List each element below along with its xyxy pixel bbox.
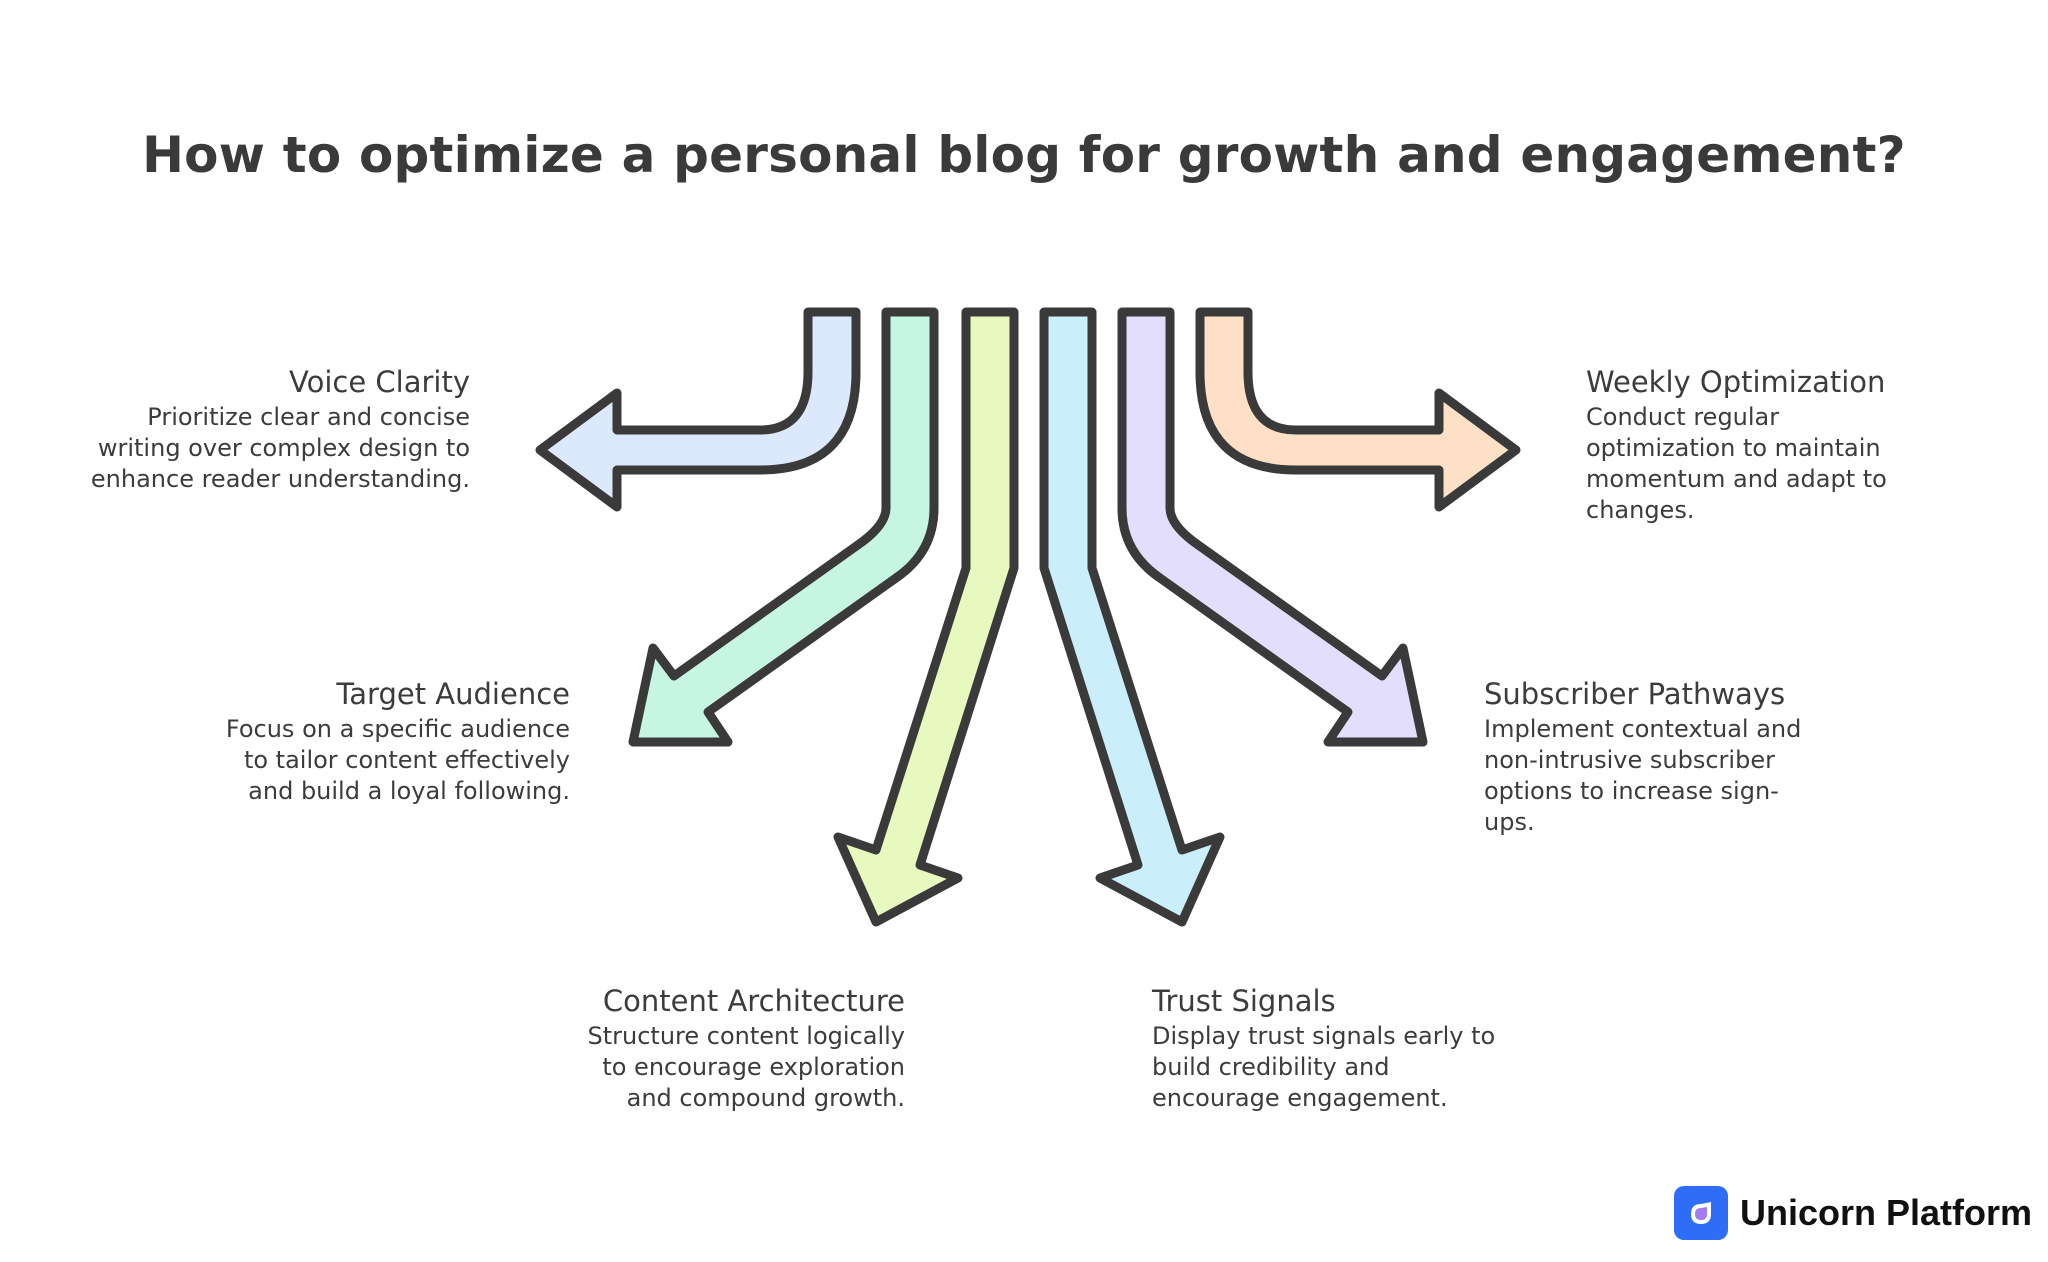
subscriber-pathways-block: Subscriber Pathways Implement contextual… [1484, 676, 1814, 838]
content-architecture-heading: Content Architecture [602, 984, 905, 1018]
content-architecture-arrow [833, 307, 1019, 927]
unicorn-platform-logo[interactable]: Unicorn Platform [1674, 1186, 2032, 1240]
subscriber-pathways-arrow [1117, 307, 1428, 747]
trust-signals-heading: Trust Signals [1152, 984, 1336, 1018]
voice-clarity-block: Voice Clarity Prioritize clear and conci… [90, 364, 470, 495]
weekly-optimization-block: Weekly Optimization Conduct regular opti… [1586, 364, 1936, 526]
voice-clarity-description: Prioritize clear and concise writing ove… [90, 403, 470, 493]
subscriber-pathways-description: Implement contextual and non-intrusive s… [1484, 715, 1802, 836]
voice-clarity-arrow [535, 307, 861, 512]
target-audience-description: Focus on a specific audience to tailor c… [225, 715, 570, 805]
weekly-optimization-heading: Weekly Optimization [1586, 365, 1886, 399]
trust-signals-arrow [1039, 307, 1225, 927]
brand-name: Unicorn Platform [1740, 1192, 2033, 1233]
unicorn-drop-icon [1674, 1186, 1728, 1240]
trust-signals-block: Trust Signals Display trust signals earl… [1152, 983, 1512, 1114]
trust-signals-description: Display trust signals early to build cre… [1152, 1022, 1496, 1112]
subscriber-pathways-heading: Subscriber Pathways [1484, 677, 1786, 711]
target-audience-arrow [628, 307, 939, 747]
content-architecture-description: Structure content logically to encourage… [587, 1022, 905, 1112]
diagram-title: How to optimize a personal blog for grow… [142, 126, 1906, 184]
target-audience-block: Target Audience Focus on a specific audi… [220, 676, 570, 807]
weekly-optimization-description: Conduct regular optimization to maintain… [1586, 403, 1887, 524]
target-audience-heading: Target Audience [336, 677, 570, 711]
weekly-optimization-arrow [1195, 307, 1521, 512]
content-architecture-block: Content Architecture Structure content l… [580, 983, 905, 1114]
voice-clarity-heading: Voice Clarity [289, 365, 470, 399]
